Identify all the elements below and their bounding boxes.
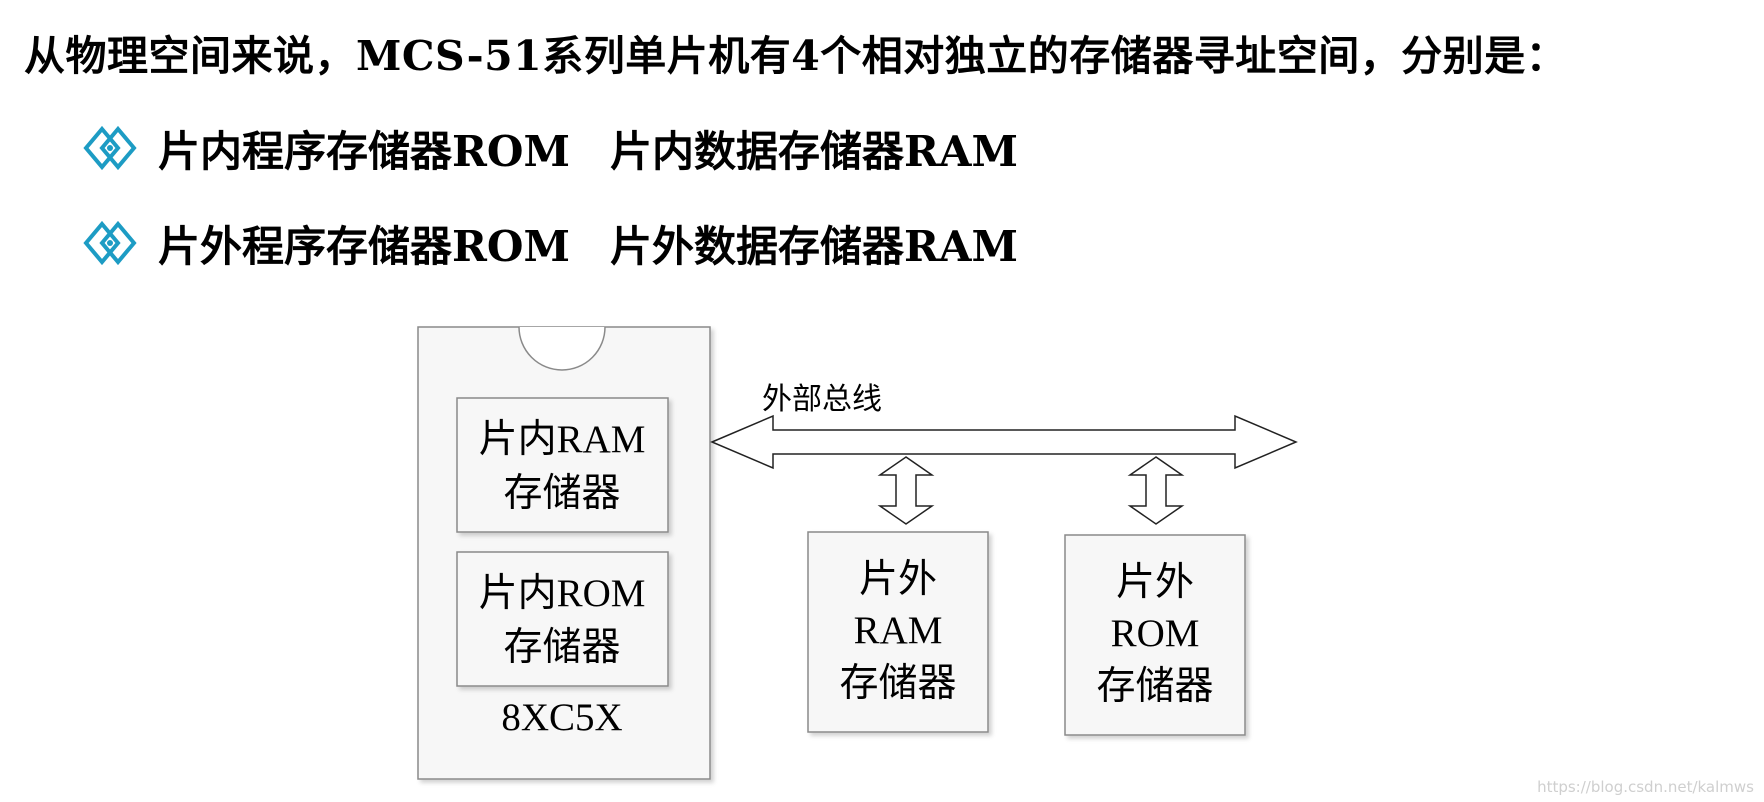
ext-rom-connector-arrow [1127, 456, 1185, 525]
external-rom-label-line3: 存储器 [1096, 665, 1213, 708]
external-bus-arrow [710, 414, 1298, 470]
bullet-item-internal: 片内程序存储器ROM 片内数据存储器RAM [82, 118, 1018, 178]
chip-notch [518, 326, 606, 371]
internal-ram-label-line2: 存储器 [503, 472, 620, 515]
chip-label: 8XC5X [501, 696, 622, 739]
bullet-item-external: 片外程序存储器ROM 片外数据存储器RAM [82, 213, 1018, 273]
diamond-bullet-icon [83, 125, 137, 171]
bullet-internal-ram: 片内数据存储器RAM [609, 126, 1018, 176]
external-ram-label-line3: 存储器 [839, 662, 956, 705]
internal-ram-box [456, 397, 669, 533]
external-rom-box [1064, 534, 1246, 736]
intro-text: 从物理空间来说，MCS-51系列单片机有4个相对独立的存储器寻址空间，分别是： [24, 32, 1568, 80]
internal-ram-label-line1: 片内RAM [479, 418, 646, 461]
bullet-external-ram: 片外数据存储器RAM [609, 221, 1018, 271]
internal-rom-label-line1: 片内ROM [479, 572, 646, 615]
internal-rom-box [456, 551, 669, 687]
bus-label: 外部总线 [762, 382, 882, 417]
bullet-internal-rom: 片内程序存储器ROM [158, 126, 570, 176]
external-ram-label-line2: RAM [854, 609, 943, 652]
bullet-external-rom: 片外程序存储器ROM [158, 221, 570, 271]
external-ram-box [807, 531, 989, 733]
watermark: https://blog.csdn.net/kalmws [1537, 778, 1754, 796]
ext-ram-connector-arrow [877, 456, 935, 525]
external-rom-label-line2: ROM [1111, 612, 1200, 655]
internal-rom-label-line2: 存储器 [503, 626, 620, 669]
external-rom-label-line1: 片外 [1116, 561, 1194, 604]
diamond-bullet-icon [83, 220, 137, 266]
external-ram-label-line1: 片外 [859, 558, 937, 601]
